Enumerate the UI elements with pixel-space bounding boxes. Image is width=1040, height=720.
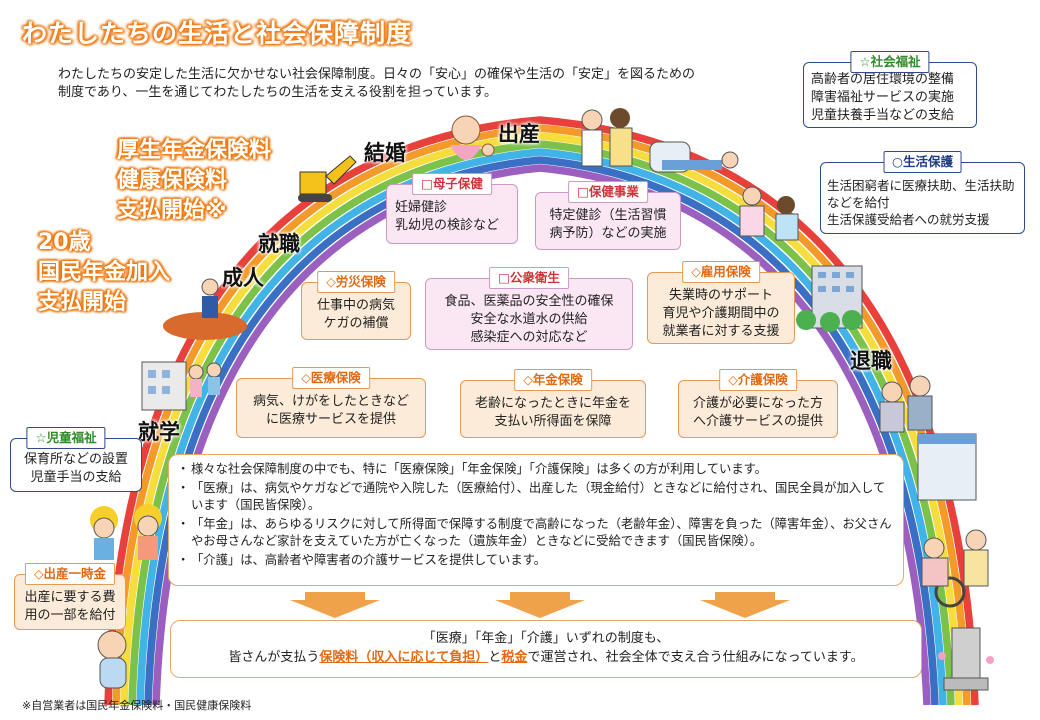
jido-fukushi-line-1: 保育所などの設置: [23, 452, 128, 467]
wheelchair-icon: [921, 529, 989, 608]
boshi-hoken-line-1: 妊婦健診: [395, 200, 448, 215]
label-kaigo: ◇介護保険: [719, 369, 797, 391]
label-boshi-hoken: □母子保健: [412, 173, 492, 195]
conclusion-hoken-ryo: 保険料（収入に応じて負担）: [319, 650, 489, 665]
note-item: 「介護」は、高齢者や障害者の介護サービスを提供しています。: [177, 552, 893, 570]
stage-kekkon: 結婚: [364, 141, 406, 165]
runner-icon: [163, 278, 247, 340]
stage-shugaku: 就学: [138, 420, 180, 444]
iryo-line-1: 病気、けがをしたときなど: [252, 394, 409, 409]
conclusion-mid: と: [488, 650, 502, 665]
flowers-icon: [938, 652, 994, 664]
label-rosai: ◇労災保険: [317, 271, 395, 293]
box-jido-fukushi: ☆児童福祉 保育所などの設置 児童手当の支給: [10, 427, 142, 492]
box-seikatsu-hogo: ○生活保護 生活困窮者に医療扶助、生活扶助などを給付 生活保護受給者への就労支援: [820, 151, 1025, 234]
grave-icon: [943, 627, 989, 691]
hoken-jigyo-line-2: 病予防）などの実施: [549, 226, 667, 241]
box-koshu-eisei: □公衆衛生 食品、医薬品の安全性の確保 安全な水道水の供給 感染症への対応など: [425, 267, 633, 350]
hospital-icon: [917, 433, 977, 501]
notes-box: 様々な社会保障制度の中でも、特に「医療保険」「年金保険」「介護保険」は多くの方が…: [168, 454, 904, 586]
shussan-ichiji-line-2: 用の一部を給付: [24, 608, 116, 623]
conclusion-zeikin: 税金: [501, 650, 528, 665]
mother-baby-icon: [450, 115, 495, 160]
stage-shussan: 出産: [498, 122, 540, 146]
children-icon: [90, 504, 162, 560]
excavator-icon: [298, 155, 357, 202]
box-nenkin: ◇年金保険 老齢になったときに年金を 支払い所得面を保障: [460, 369, 646, 438]
kokumin-line-3: 支払開始: [38, 290, 127, 315]
box-iryo: ◇医療保険 病気、けがをしたときなど に医療サービスを提供: [236, 367, 426, 438]
label-shussan-ichiji: ◇出産一時金: [24, 563, 116, 585]
note-item: 「医療」は、病気やケガなどで通院や入院した（医療給付）、出産した（現金給付）とき…: [177, 480, 893, 515]
baby-icon: [97, 630, 127, 689]
hoken-jigyo-line-1: 特定健診（生活習慣: [549, 208, 667, 223]
conclusion-pre: 皆さんが支払う: [228, 650, 320, 665]
label-shakai-fukushi: ☆社会福祉: [850, 51, 930, 73]
label-koshu-eisei: □公衆衛生: [489, 267, 569, 289]
koshu-eisei-line-2: 安全な水道水の供給: [470, 312, 588, 327]
box-rosai: ◇労災保険 仕事中の病気 ケガの補償: [301, 271, 411, 340]
seikatsu-hogo-line-1: 生活困窮者に医療扶助、生活扶助などを給付: [827, 178, 1015, 210]
conclusion-line-1: 「医療」「年金」「介護」いずれの制度も、: [422, 631, 670, 646]
kaigo-line-2: へ介護サービスの提供: [692, 414, 823, 429]
kokumin-note: 20歳 国民年金加入 支払開始: [38, 228, 170, 318]
box-koyo: ◇雇用保険 失業時のサポート 育児や介護期間中の 就業者に対する支援: [647, 261, 795, 344]
label-hoken-jigyo: □保健事業: [568, 181, 648, 203]
stage-taishoku: 退職: [850, 349, 892, 373]
stage-shushoku: 就職: [258, 232, 300, 256]
boshi-hoken-line-2: 乳幼児の検診など: [395, 218, 500, 233]
school-icon: [141, 361, 222, 411]
intro-text: わたしたちの安定した生活に欠かせない社会保障制度。日々の「安心」の確保や生活の「…: [58, 67, 696, 100]
kosei-line-2: 健康保険料: [117, 168, 228, 193]
nenkin-line-1: 老齢になったときに年金を: [474, 396, 631, 411]
koshu-eisei-line-3: 感染症への対応など: [470, 330, 588, 345]
shakai-fukushi-line-2: 障害福祉サービスの実施: [811, 90, 955, 105]
stage-seijin: 成人: [222, 266, 264, 290]
box-hoken-jigyo: □保健事業 特定健診（生活習慣 病予防）などの実施: [535, 181, 681, 250]
page-title: わたしたちの生活と社会保障制度: [22, 19, 413, 48]
medical-scanner-icon: [649, 141, 739, 173]
jido-fukushi-line-2: 児童手当の支給: [30, 470, 122, 485]
kosei-note: 厚生年金保険料 健康保険料 支払開始※: [117, 136, 271, 226]
rosai-line-1: 仕事中の病気: [316, 298, 395, 313]
label-nenkin: ◇年金保険: [514, 369, 592, 391]
koyo-line-1: 失業時のサポート: [668, 288, 773, 303]
box-shussan-ichiji: ◇出産一時金 出産に要する費 用の一部を給付: [14, 563, 126, 630]
rosai-line-2: ケガの補償: [323, 316, 389, 331]
box-kaigo: ◇介護保険 介護が必要になった方 へ介護サービスの提供: [678, 369, 838, 438]
label-seikatsu-hogo: ○生活保護: [883, 151, 962, 173]
conclusion-line-2: 皆さんが支払う保険料（収入に応じて負担）と税金で運営され、社会全体で支え合う仕組…: [171, 648, 921, 667]
family-icon: [581, 108, 633, 167]
down-arrows: [290, 592, 790, 618]
conclusion-box: 「医療」「年金」「介護」いずれの制度も、 皆さんが支払う保険料（収入に応じて負担…: [170, 620, 922, 678]
note-item: 様々な社会保障制度の中でも、特に「医療保険」「年金保険」「介護保険」は多くの方が…: [177, 461, 893, 479]
box-shakai-fukushi: ☆社会福祉 高齢者の居住環境の整備 障害福祉サービスの実施 児童扶養手当などの支…: [803, 51, 977, 128]
iryo-line-2: に医療サービスを提供: [265, 412, 396, 427]
nurse-icon: [739, 186, 799, 241]
elderly-couple-icon: [879, 375, 933, 433]
note-item: 「年金」は、あらゆるリスクに対して所得面で保障する制度で高齢になった（老齢年金）…: [177, 516, 893, 551]
koyo-line-3: 就業者に対する支援: [662, 324, 780, 339]
kosei-line-3: 支払開始※: [117, 198, 227, 223]
label-jido-fukushi: ☆児童福祉: [26, 427, 106, 449]
footnote: ※自営業者は国民年金保険料・国民健康保険料: [22, 699, 252, 712]
kosei-line-1: 厚生年金保険料: [117, 138, 272, 163]
box-boshi-hoken: □母子保健 妊婦健診 乳幼児の検診など: [386, 173, 518, 244]
kaigo-line-1: 介護が必要になった方: [692, 396, 823, 411]
seikatsu-hogo-line-2: 生活保護受給者への就労支援: [827, 212, 990, 227]
koshu-eisei-line-1: 食品、医薬品の安全性の確保: [444, 294, 614, 309]
shakai-fukushi-line-1: 高齢者の居住環境の整備: [811, 72, 955, 87]
conclusion-post: で運営され、社会全体で支え合う仕組みになっています。: [527, 650, 864, 665]
office-building-icon: [796, 265, 863, 332]
kokumin-line-2: 国民年金加入: [38, 260, 171, 285]
nenkin-line-2: 支払い所得面を保障: [494, 414, 612, 429]
koyo-line-2: 育児や介護期間中の: [662, 306, 780, 321]
shakai-fukushi-line-3: 児童扶養手当などの支給: [811, 108, 955, 123]
kokumin-line-1: 20歳: [38, 230, 91, 255]
label-iryo: ◇医療保険: [292, 367, 370, 389]
shussan-ichiji-line-1: 出産に要する費: [24, 590, 116, 605]
label-koyo: ◇雇用保険: [682, 261, 760, 283]
